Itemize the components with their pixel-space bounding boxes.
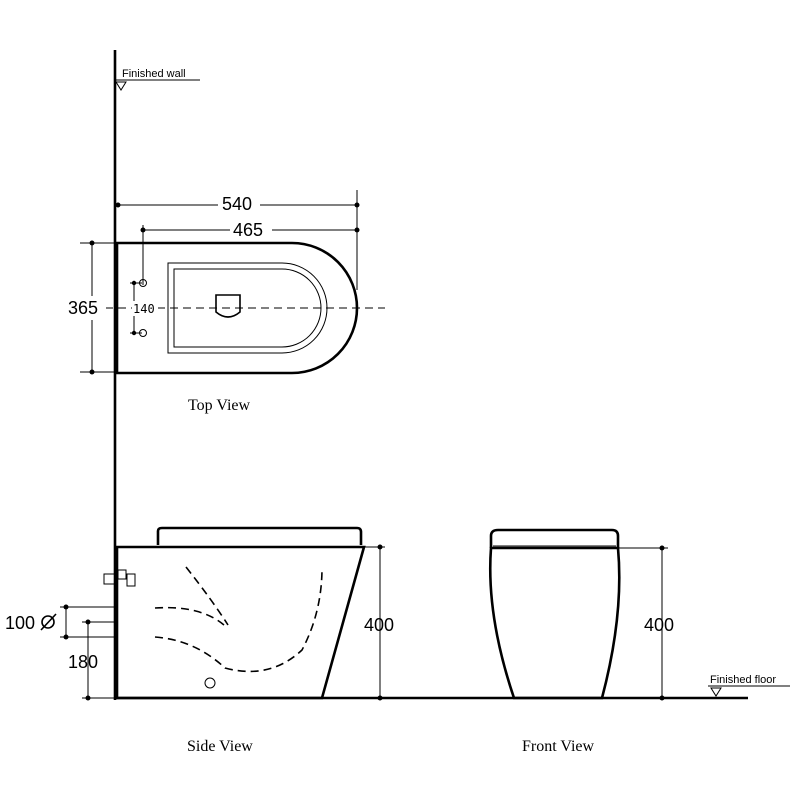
flush-channel-2	[154, 606, 225, 626]
dim-540-value: 540	[222, 194, 252, 214]
dim-180-end-bottom	[85, 695, 91, 701]
flush-channel-3	[154, 567, 323, 673]
front-view: 400 Front View	[488, 528, 674, 755]
dim-100-end-bottom	[63, 634, 69, 640]
top-view-outline	[115, 241, 359, 375]
inlet-connector	[103, 573, 118, 585]
dim-465-value: 465	[233, 220, 263, 240]
inlet-fitting-b	[126, 573, 136, 587]
front-dim-400-value: 400	[644, 615, 674, 635]
dim-540-end-left	[115, 202, 121, 208]
top-view-bowl-inner	[173, 268, 322, 348]
dim-100-end-top	[63, 604, 69, 610]
front-dim-400-end-top	[659, 545, 665, 551]
top-view-bowl	[167, 262, 328, 354]
front-view-seat	[489, 528, 620, 548]
dim-180-end-top	[85, 619, 91, 625]
outlet-hole	[204, 677, 216, 689]
finished-floor-label: Finished floor	[710, 674, 776, 686]
diameter-icon	[40, 613, 57, 631]
top-view: 540 465 365 140 Top View	[66, 190, 385, 414]
dim-140-end-top	[131, 280, 137, 286]
dim-365-value: 365	[68, 298, 98, 318]
side-view: 400 100 180 Side View	[5, 526, 394, 755]
front-view-label: Front View	[522, 738, 595, 755]
side-view-body	[115, 545, 366, 700]
dim-180-value: 180	[68, 652, 98, 672]
side-dim-400-end-top	[377, 544, 383, 550]
dim-365-end-bottom	[89, 369, 95, 375]
top-view-label: Top View	[188, 397, 251, 414]
side-view-seat	[156, 526, 363, 545]
side-dim-400-value: 400	[364, 615, 394, 635]
dim-465-end-right	[354, 227, 360, 233]
side-view-label: Side View	[187, 738, 253, 755]
inlet-fitting-a	[117, 569, 127, 580]
finished-wall-marker-icon	[115, 81, 127, 91]
front-dim-400-end-bottom	[659, 695, 665, 701]
flush-channel-1	[185, 566, 229, 626]
dim-100-value: 100	[5, 613, 35, 633]
dim-140-value: 140	[133, 302, 155, 316]
dim-140-end-bottom	[131, 330, 137, 336]
top-view-drain-icon	[215, 294, 241, 318]
front-view-body	[488, 546, 621, 700]
finished-floor-marker-icon	[710, 687, 722, 697]
finished-wall-label: Finished wall	[122, 68, 186, 80]
dim-365-end-top	[89, 240, 95, 246]
